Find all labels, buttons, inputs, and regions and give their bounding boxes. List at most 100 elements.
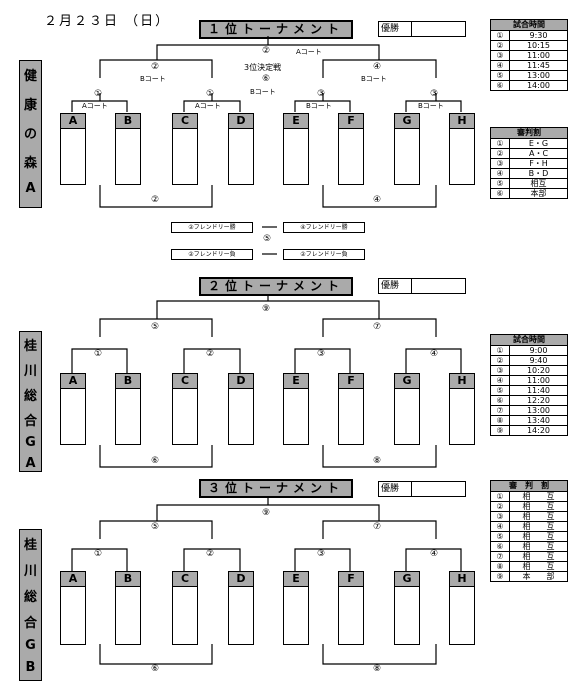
s3-team-e-box[interactable]	[283, 586, 309, 645]
s2-semi1-num: ⑤	[151, 322, 160, 332]
s1-time-num: ⑤	[490, 70, 510, 81]
s1-team-f-box[interactable]	[338, 128, 364, 185]
s2-q1-num: ①	[94, 349, 103, 359]
winner-label: 優勝	[379, 279, 412, 293]
s2-time-value: 12:20	[509, 395, 568, 406]
s3-semi2-num: ⑦	[373, 522, 382, 532]
s2-time-value: 13:40	[509, 415, 568, 426]
s1-team-d-label: D	[228, 113, 254, 129]
s1-referee-num: ①	[490, 138, 510, 149]
s3-referee-value: 相 互	[509, 501, 568, 512]
s1-semi1-num: ②	[151, 62, 160, 72]
s2-team-h-box[interactable]	[449, 388, 475, 445]
section3-winner-box[interactable]: 優勝	[378, 481, 466, 497]
s3-referee-num: ⑦	[490, 551, 510, 562]
s2-semi2-num: ⑦	[373, 322, 382, 332]
s3-team-h-label: H	[449, 571, 475, 587]
s2-time-value: 11:40	[509, 385, 568, 396]
s1-team-a-box[interactable]	[60, 128, 86, 185]
s1-q4-court: Bコート	[418, 102, 444, 110]
s3-team-b-label: B	[115, 571, 141, 587]
friendly-lose-2[interactable]: ②フレンドリー負	[171, 249, 253, 260]
s2-team-e-box[interactable]	[283, 388, 309, 445]
s1-time-num: ①	[490, 30, 510, 41]
s3-q1-num: ①	[94, 549, 103, 559]
s1-time-value: 9:30	[509, 30, 568, 41]
s1-team-b-label: B	[115, 113, 141, 129]
s3-referee-value: 相 互	[509, 531, 568, 542]
s2-lower1-num: ⑥	[151, 456, 160, 466]
s3-team-a-box[interactable]	[60, 586, 86, 645]
s3-team-b-box[interactable]	[115, 586, 141, 645]
winner-label: 優勝	[379, 22, 412, 36]
s3-q4-num: ④	[430, 549, 439, 559]
s3-referee-value: 相 互	[509, 541, 568, 552]
friendly-win-2[interactable]: ②フレンドリー勝	[171, 222, 253, 233]
s3-referee-num: ④	[490, 521, 510, 532]
s1-semi2-court: Bコート	[361, 75, 387, 83]
s1-final-court: Aコート	[296, 48, 322, 56]
s2-time-value: 11:00	[509, 375, 568, 386]
s1-team-a-label: A	[60, 113, 86, 129]
s2-team-g-box[interactable]	[394, 388, 420, 445]
s3-referee-num: ①	[490, 491, 510, 502]
s3-final-num: ⑨	[262, 508, 271, 518]
s3-team-c-label: C	[172, 571, 198, 587]
s3-team-c-box[interactable]	[172, 586, 198, 645]
section2-winner-box[interactable]: 優勝	[378, 278, 466, 294]
s1-team-h-box[interactable]	[449, 128, 475, 185]
s3-lower1-num: ⑥	[151, 664, 160, 674]
s3-referee-num: ②	[490, 501, 510, 512]
s1-team-e-box[interactable]	[283, 128, 309, 185]
section1-winner-box[interactable]: 優勝	[378, 21, 466, 37]
s1-team-b-box[interactable]	[115, 128, 141, 185]
s2-time-num: ⑥	[490, 395, 510, 406]
s2-team-f-box[interactable]	[338, 388, 364, 445]
s3-team-d-box[interactable]	[228, 586, 254, 645]
s2-team-f-label: F	[338, 373, 364, 389]
s2-team-c-box[interactable]	[172, 388, 198, 445]
s3-referee-num: ⑥	[490, 541, 510, 552]
s3-referee-value: 本 部	[509, 571, 568, 582]
s3-team-d-label: D	[228, 571, 254, 587]
s3-referee-num: ⑧	[490, 561, 510, 572]
event-date: ２月２３日 （日）	[44, 14, 171, 29]
s2-team-a-label: A	[60, 373, 86, 389]
s1-q4-num: ③	[430, 89, 439, 99]
s2-team-b-box[interactable]	[115, 388, 141, 445]
s2-team-a-box[interactable]	[60, 388, 86, 445]
friendly-win-4[interactable]: ④フレンドリー勝	[283, 222, 365, 233]
s3-referee-num: ⑨	[490, 571, 510, 582]
s1-team-g-box[interactable]	[394, 128, 420, 185]
section1-side-label: 健 康 の 森 A	[19, 60, 42, 208]
s3-team-g-box[interactable]	[394, 586, 420, 645]
s1-team-d-box[interactable]	[228, 128, 254, 185]
s1-team-c-box[interactable]	[172, 128, 198, 185]
s1-q3-num: ③	[317, 89, 326, 99]
s3-team-h-box[interactable]	[449, 586, 475, 645]
s3-team-f-box[interactable]	[338, 586, 364, 645]
section2-side-label: 桂 川 総 合 G A	[19, 331, 42, 472]
s3-team-f-label: F	[338, 571, 364, 587]
s2-q3-num: ③	[317, 349, 326, 359]
s3-referee-value: 相 互	[509, 491, 568, 502]
friendly-lose-4[interactable]: ②フレンドリー負	[283, 249, 365, 260]
s2-team-d-box[interactable]	[228, 388, 254, 445]
s1-time-value: 10:15	[509, 40, 568, 51]
